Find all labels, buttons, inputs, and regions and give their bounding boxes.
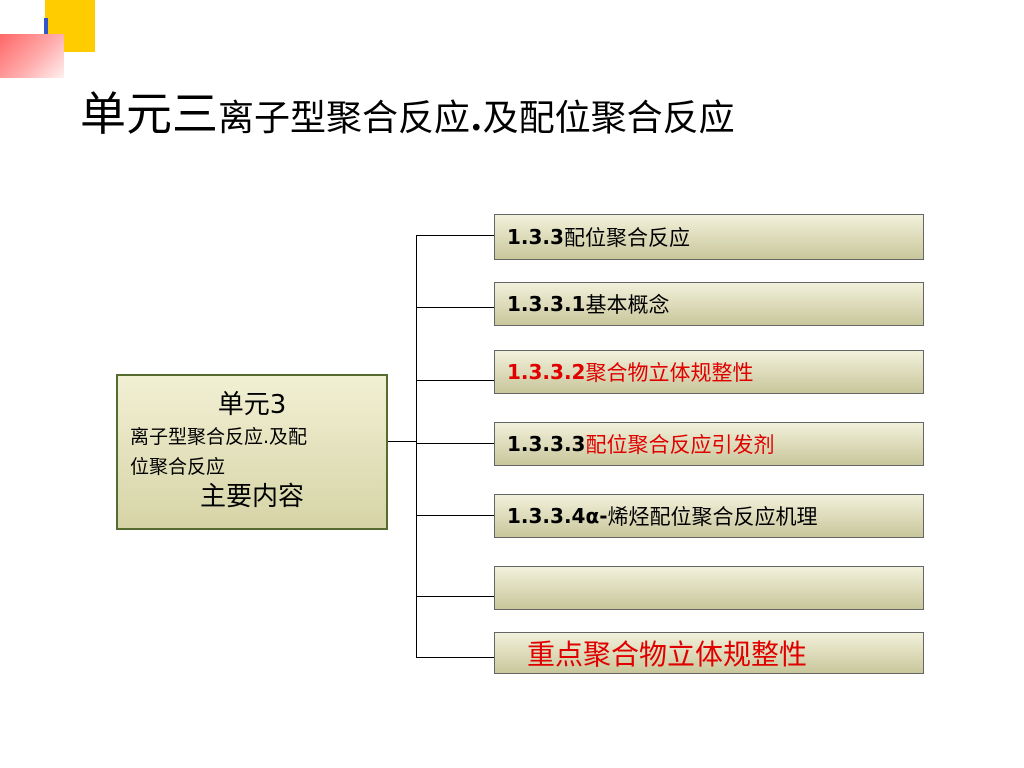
node-key-point: 重点聚合物立体规整性 — [494, 632, 924, 674]
slide-title: 单元三离子型聚合反应.及配位聚合反应 — [80, 78, 735, 144]
node-label: 烯烃配位聚合反应机理 — [607, 505, 818, 529]
node-label: 配位聚合反应 — [563, 226, 690, 250]
title-part-dot: . — [470, 97, 483, 139]
title-part-ionic: 离子型聚合反应 — [218, 98, 471, 139]
node-number: 1.3.3.1 — [507, 292, 586, 316]
branch-connector-6 — [416, 596, 494, 597]
branch-connector-7 — [416, 657, 494, 658]
root-line-main-content: 主要内容 — [199, 482, 304, 512]
node-label: 重点聚合物立体规整性 — [527, 638, 808, 671]
branch-connector-2 — [416, 307, 494, 308]
node-label: 配位聚合反应引发剂 — [585, 433, 775, 457]
root-connector — [388, 441, 417, 442]
node-coordination-polymerization: 1.3.3 配位聚合反应 — [494, 214, 924, 260]
node-number: 1.3.3 — [507, 225, 564, 249]
title-part-coordination: 及配位聚合反应 — [482, 98, 735, 139]
root-node: 单元3 离子型聚合反应.及配 位聚合反应 主要内容 — [116, 374, 388, 530]
title-part-unit: 单元三 — [80, 87, 218, 141]
branch-connector-1 — [416, 235, 494, 236]
node-number: 1.3.3.3 — [507, 432, 586, 456]
branch-connector-4 — [416, 443, 494, 444]
node-number: 1.3.3.4α- — [507, 504, 608, 528]
node-number: 1.3.3.2 — [507, 360, 586, 384]
node-label: 聚合物立体规整性 — [585, 361, 754, 385]
node-empty — [494, 566, 924, 610]
branch-connector-3 — [416, 380, 494, 381]
branch-connector-5 — [416, 515, 494, 516]
node-label: 基本概念 — [585, 293, 670, 317]
root-line-topic-1: 离子型聚合反应.及配 — [130, 426, 308, 448]
decor-red-gradient — [0, 34, 64, 78]
decor-blue-bar — [44, 18, 48, 34]
root-line-topic-2: 位聚合反应 — [130, 456, 226, 478]
root-line-unit: 单元3 — [217, 390, 287, 420]
tree-trunk-line — [416, 235, 417, 657]
node-mechanism: 1.3.3.4α-烯烃配位聚合反应机理 — [494, 494, 924, 538]
